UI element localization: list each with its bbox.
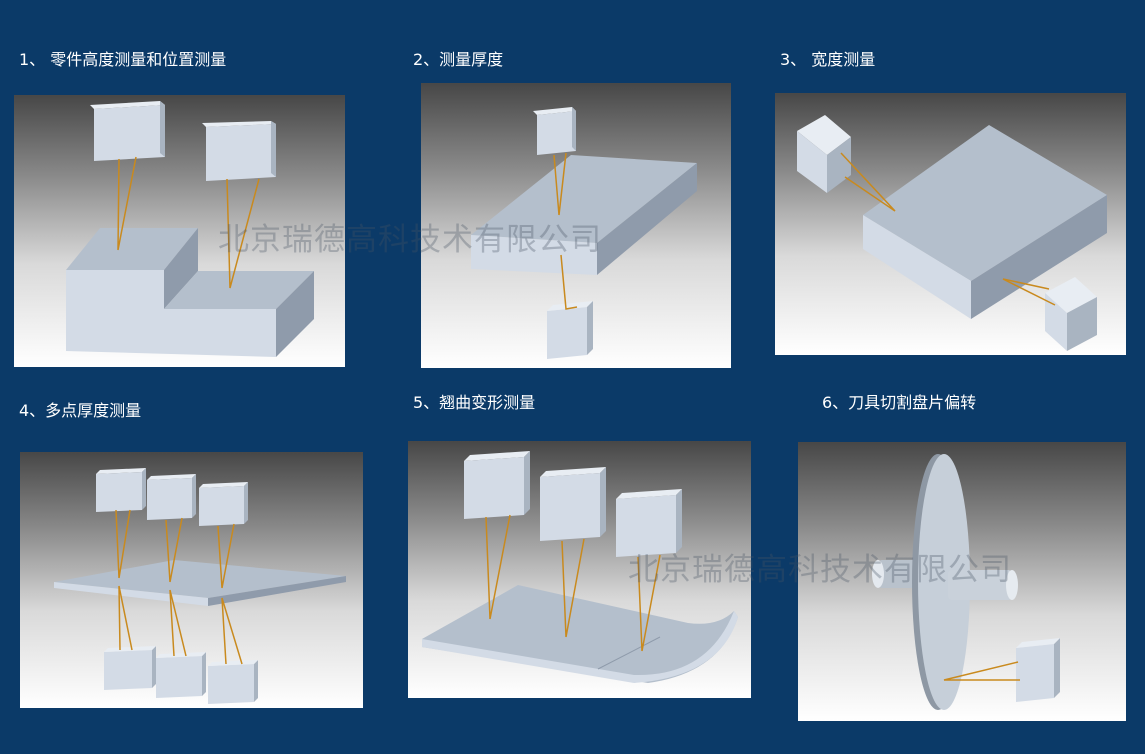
panel-width: [775, 93, 1126, 355]
caption-panel-4: 4、多点厚度测量: [19, 401, 142, 420]
caption-panel-5: 5、翘曲变形测量: [413, 393, 536, 412]
illustration-block-width: [797, 115, 1107, 351]
caption-panel-2: 2、测量厚度: [413, 50, 504, 69]
illustration-warped-plate: [422, 451, 738, 683]
illustration-cutting-disc: [872, 454, 1060, 710]
panel-thickness: [421, 83, 731, 368]
caption-panel-3: 3、 宽度测量: [780, 50, 876, 69]
panel-disc-deflection: [798, 442, 1126, 721]
caption-panel-1: 1、 零件高度测量和位置测量: [19, 50, 227, 69]
panel-warpage: [408, 441, 751, 698]
caption-panel-6: 6、刀具切割盘片偏转: [822, 393, 977, 412]
panel-multipoint-thickness: [20, 452, 363, 708]
panel-height-position: [14, 95, 345, 367]
illustration-multi-sensors: [54, 468, 346, 704]
illustration-stepped-part: [66, 101, 314, 357]
illustration-plate-thickness: [471, 107, 697, 359]
